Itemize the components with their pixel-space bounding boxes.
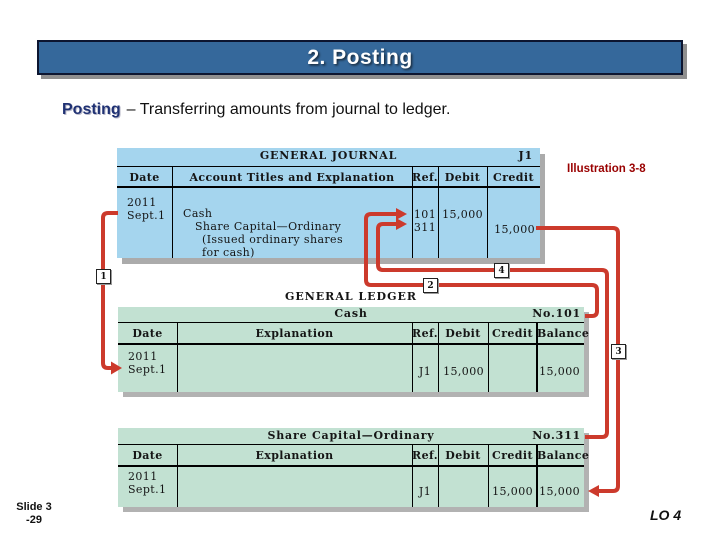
- col-balance: Balance: [537, 449, 590, 462]
- ledger-divider: [488, 445, 489, 507]
- journal-debit-amount: 15,000: [442, 208, 483, 221]
- journal-ref-311: 311: [413, 221, 437, 234]
- cash-header-row: Date Explanation Ref. Debit Credit Balan…: [118, 323, 590, 345]
- subtitle: Posting – Transferring amounts from journ…: [62, 101, 450, 119]
- slide-number-line2: -29: [26, 514, 42, 526]
- ledger-divider: [177, 323, 178, 392]
- cash-account-number: No.101: [532, 307, 581, 320]
- slide-title: 2. Posting: [307, 45, 413, 69]
- ledger-account-cash: Cash No.101 Date Explanation Ref. Debit …: [118, 307, 590, 392]
- step-box-1: 1: [96, 269, 111, 284]
- journal-date-year: 2011: [127, 196, 157, 209]
- cash-account-name: Cash: [334, 307, 368, 320]
- share-account-name: Share Capital—Ordinary: [267, 429, 435, 442]
- slide-number: Slide 3 -29: [10, 501, 58, 527]
- cash-balance: 15,000: [539, 365, 580, 378]
- ledger-divider: [412, 445, 413, 507]
- cash-date-day: Sept.1: [128, 363, 167, 376]
- ledger-divider: [177, 445, 178, 507]
- col-ref: Ref.: [412, 449, 438, 462]
- journal-header-row: Date Account Titles and Explanation Ref.…: [117, 167, 540, 188]
- share-date-year: 2011: [128, 470, 158, 483]
- slide-number-line1: Slide 3: [16, 501, 52, 513]
- col-explanation: Explanation: [255, 449, 334, 462]
- col-balance: Balance: [537, 327, 590, 340]
- step-box-2: 2: [423, 278, 438, 293]
- subtitle-term: Posting: [62, 101, 121, 118]
- ledger-account-share-capital: Share Capital—Ordinary No.311 Date Expla…: [118, 428, 590, 507]
- cash-debit: 15,000: [443, 365, 484, 378]
- col-explanation: Explanation: [255, 327, 334, 340]
- journal-account-debit: Cash: [183, 207, 213, 220]
- arrow-1-path: [101, 211, 118, 370]
- cash-date-year: 2011: [128, 350, 158, 363]
- journal-credit-amount: 15,000: [494, 223, 535, 236]
- col-credit: Credit: [493, 171, 534, 184]
- slide-title-bar: 2. Posting: [37, 40, 683, 75]
- share-ref: J1: [418, 485, 432, 498]
- arrowhead-3: [588, 485, 599, 497]
- col-debit: Debit: [445, 449, 481, 462]
- journal-page-ref: J1: [518, 149, 533, 162]
- journal-divider: [487, 167, 488, 258]
- learning-objective-label: LO 4: [650, 507, 682, 523]
- col-date: Date: [132, 327, 163, 340]
- share-header-row: Date Explanation Ref. Debit Credit Balan…: [118, 445, 590, 467]
- ledger-divider: [488, 323, 489, 392]
- share-date-day: Sept.1: [128, 483, 167, 496]
- general-journal-table: GENERAL JOURNAL J1 Date Account Titles a…: [117, 148, 540, 259]
- col-debit: Debit: [444, 171, 481, 184]
- ledger-divider: [438, 445, 439, 507]
- share-title-row: Share Capital—Ordinary No.311: [118, 428, 584, 445]
- journal-explanation: for cash): [202, 246, 255, 259]
- cash-ref: J1: [418, 365, 432, 378]
- cash-title-row: Cash No.101: [118, 307, 584, 323]
- share-account-number: No.311: [532, 429, 581, 442]
- col-credit: Credit: [492, 327, 533, 340]
- journal-title: GENERAL JOURNAL: [259, 149, 398, 162]
- col-ref: Ref.: [412, 327, 438, 340]
- general-ledger-label: GENERAL LEDGER: [284, 290, 418, 303]
- col-date: Date: [132, 449, 163, 462]
- step-box-3: 3: [611, 344, 626, 359]
- col-credit: Credit: [492, 449, 533, 462]
- step-box-4: 4: [494, 263, 509, 278]
- ledger-divider-thick: [536, 323, 538, 392]
- journal-ref-101: 101: [413, 208, 437, 221]
- col-date: Date: [129, 171, 160, 184]
- journal-divider: [172, 167, 173, 258]
- col-ref: Ref.: [412, 171, 438, 184]
- journal-account-credit: Share Capital—Ordinary: [195, 220, 342, 233]
- journal-explanation: (Issued ordinary shares: [202, 233, 344, 246]
- ledger-divider: [438, 323, 439, 392]
- share-credit: 15,000: [492, 485, 533, 498]
- journal-title-row: GENERAL JOURNAL J1: [117, 148, 540, 167]
- col-debit: Debit: [445, 327, 481, 340]
- journal-date-day: Sept.1: [127, 209, 166, 222]
- illustration-label: Illustration 3-8: [567, 163, 646, 175]
- subtitle-text: – Transferring amounts from journal to l…: [126, 101, 451, 118]
- share-balance: 15,000: [539, 485, 580, 498]
- col-titles: Account Titles and Explanation: [189, 171, 395, 184]
- ledger-divider: [412, 323, 413, 392]
